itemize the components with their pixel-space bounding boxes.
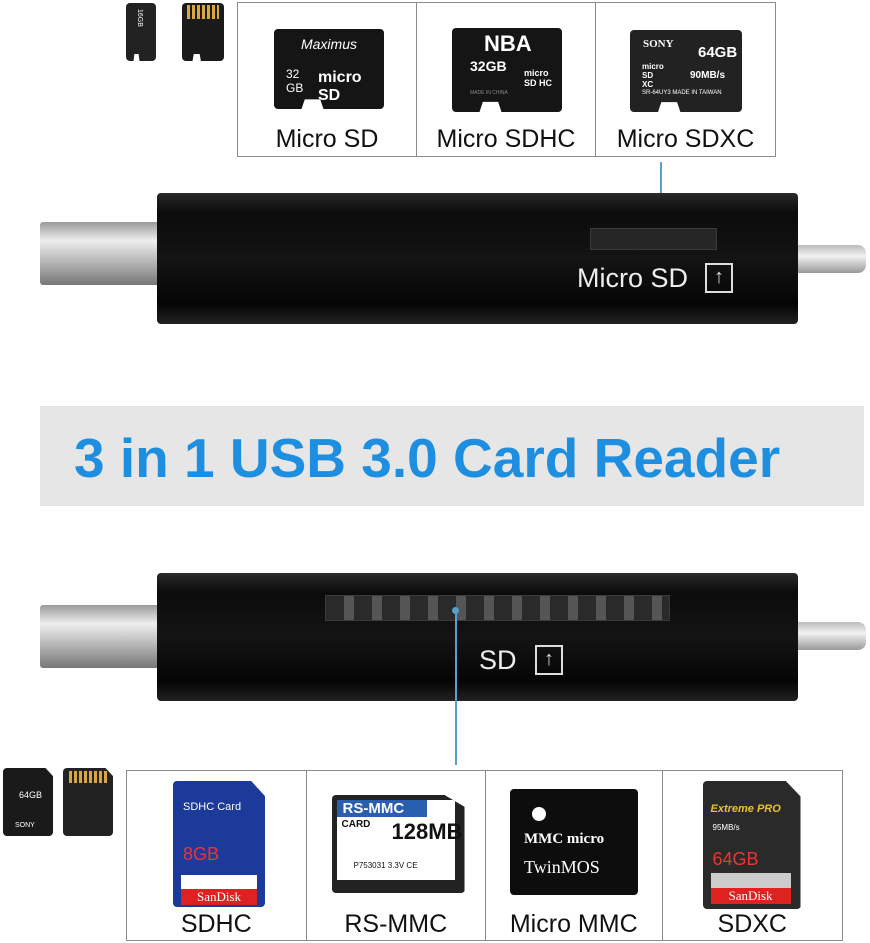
card-speed: 90MB/s — [690, 70, 726, 81]
label-micro-mmc: Micro MMC — [509, 910, 638, 938]
sandisk-extreme-pro-image: Extreme PRO 95MB/s 64GB SanDisk — [702, 781, 801, 909]
card-capacity: 8GB — [183, 844, 220, 864]
cell-micro-sdhc: NBA 32GB micro SD HC MADE IN CHINA Micro… — [417, 3, 596, 156]
card-title: MMC micro — [524, 831, 605, 847]
nba-card-image: NBA 32GB micro SD HC MADE IN CHINA — [452, 28, 562, 112]
card-capacity: 32GB — [470, 58, 507, 74]
card-brand: SanDisk — [710, 888, 791, 904]
microsd-slot — [590, 228, 717, 250]
pointer-line-sd — [455, 610, 457, 765]
usb-a-plug — [40, 605, 160, 668]
title-banner: 3 in 1 USB 3.0 Card Reader — [40, 406, 864, 506]
maximus-card-image: Maximus 32 GB micro SD — [274, 29, 384, 109]
cell-sdhc: SDHC Card 8GB SanDisk SDHC — [127, 771, 307, 940]
contacts — [69, 771, 109, 783]
cell-sdxc: Extreme PRO 95MB/s 64GB SanDisk SDXC — [663, 771, 843, 940]
usb-a-plug — [40, 222, 160, 285]
card-logo: micro SD — [318, 69, 362, 104]
label-rs-mmc: RS-MMC — [344, 910, 448, 938]
rs-mmc-card-image: RS-MMC CARD 128MB P753031 3.3V CE — [331, 795, 465, 893]
card-title: SDHC Card — [183, 801, 242, 813]
insert-arrow-icon: ↑ — [535, 645, 563, 675]
insert-arrow-icon: ↑ — [705, 263, 733, 293]
sample-microsd-back — [182, 3, 224, 61]
card-fine-print: SR-64UY3 MADE IN TAIWAN — [642, 90, 722, 96]
card-brand: NBA — [484, 31, 532, 56]
sample-card-text: 16GB — [136, 9, 143, 27]
sample-card-text: SONY — [15, 822, 35, 829]
sample-microsd-front: 16GB — [126, 3, 156, 61]
sd-slot — [325, 595, 670, 621]
micro-card-table: Maximus 32 GB micro SD Micro SD NBA 32GB… — [237, 2, 776, 157]
banner-title: 3 in 1 USB 3.0 Card Reader — [74, 427, 781, 489]
sample-sd-back — [63, 768, 113, 836]
usb-c-connector — [795, 622, 866, 650]
card-logo: micro SD HC — [524, 68, 553, 88]
twinmos-card-image: MMC micro TwinMOS — [510, 789, 638, 895]
sd-slot-label: SD — [479, 645, 517, 675]
sd-card-table: SDHC Card 8GB SanDisk SDHC RS-MMC CARD 1… — [126, 770, 843, 941]
cell-micro-sd: Maximus 32 GB micro SD Micro SD — [238, 3, 417, 156]
label-micro-sd: Micro SD — [275, 125, 379, 153]
microsd-slot-label: Micro SD — [577, 263, 689, 293]
write-area — [710, 873, 791, 888]
card-capacity: 32 GB — [286, 67, 304, 95]
cell-rs-mmc: RS-MMC CARD 128MB P753031 3.3V CE RS-MMC — [307, 771, 486, 940]
usb-c-connector — [795, 245, 866, 273]
card-capacity: 64GB — [712, 849, 759, 869]
card-brand: SanDisk — [181, 889, 257, 905]
card-capacity: 128MB — [391, 819, 463, 844]
label-micro-sdxc: Micro SDXC — [616, 125, 755, 153]
card-brand: SONY — [643, 38, 674, 50]
card-reader-microsd-side: Micro SD ↑ — [157, 193, 798, 324]
card-speed: 95MB/s — [712, 823, 740, 832]
cell-micro-sdxc: SONY 64GB micro SD XC 90MB/s SR-64UY3 MA… — [596, 3, 775, 156]
card-fine-print: MADE IN CHINA — [470, 90, 508, 96]
write-area — [181, 875, 257, 889]
label-sdxc: SDXC — [717, 910, 787, 938]
sample-card-text: 64GB — [19, 790, 43, 800]
card-logo: micro SD XC — [642, 62, 664, 89]
card-title: RS-MMC — [336, 800, 427, 817]
card-sub: CARD — [341, 819, 371, 830]
card-reader-sd-side: SD ↑ — [157, 573, 798, 701]
cell-micro-mmc: MMC micro TwinMOS Micro MMC — [486, 771, 663, 940]
card-emblem — [532, 807, 546, 821]
card-brand: Maximus — [300, 36, 357, 52]
sample-sd-front: 64GB SONY — [3, 768, 53, 836]
sandisk-sdhc-image: SDHC Card 8GB SanDisk — [173, 781, 265, 907]
card-capacity: 64GB — [698, 44, 738, 61]
contacts — [187, 5, 219, 19]
label-micro-sdhc: Micro SDHC — [436, 125, 576, 153]
card-brand: TwinMOS — [524, 857, 600, 877]
card-fine-print: P753031 3.3V CE — [353, 861, 418, 870]
label-sdhc: SDHC — [180, 910, 252, 938]
sony-card-image: SONY 64GB micro SD XC 90MB/s SR-64UY3 MA… — [630, 30, 742, 112]
card-title: Extreme PRO — [710, 803, 781, 815]
